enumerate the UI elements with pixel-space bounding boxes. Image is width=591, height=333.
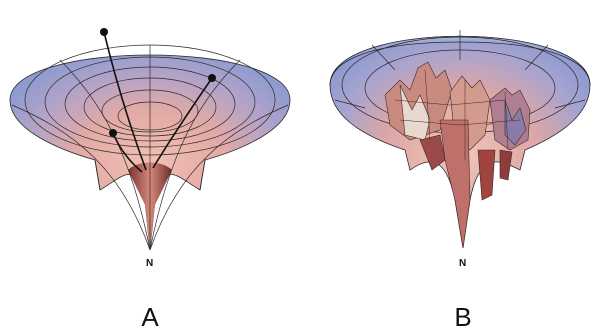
panel-a-smooth-funnel: N (10, 28, 290, 269)
panel-label-a: A (130, 302, 170, 333)
panel-b-rugged-funnel: N (330, 30, 590, 269)
trajectory-start-dot (100, 28, 108, 36)
trajectory-start-dot (109, 129, 117, 137)
panel-label-b: B (443, 302, 483, 333)
native-state-label-a: N (146, 258, 153, 269)
trajectory-start-dot (208, 74, 216, 82)
native-state-label-b: N (459, 258, 466, 269)
